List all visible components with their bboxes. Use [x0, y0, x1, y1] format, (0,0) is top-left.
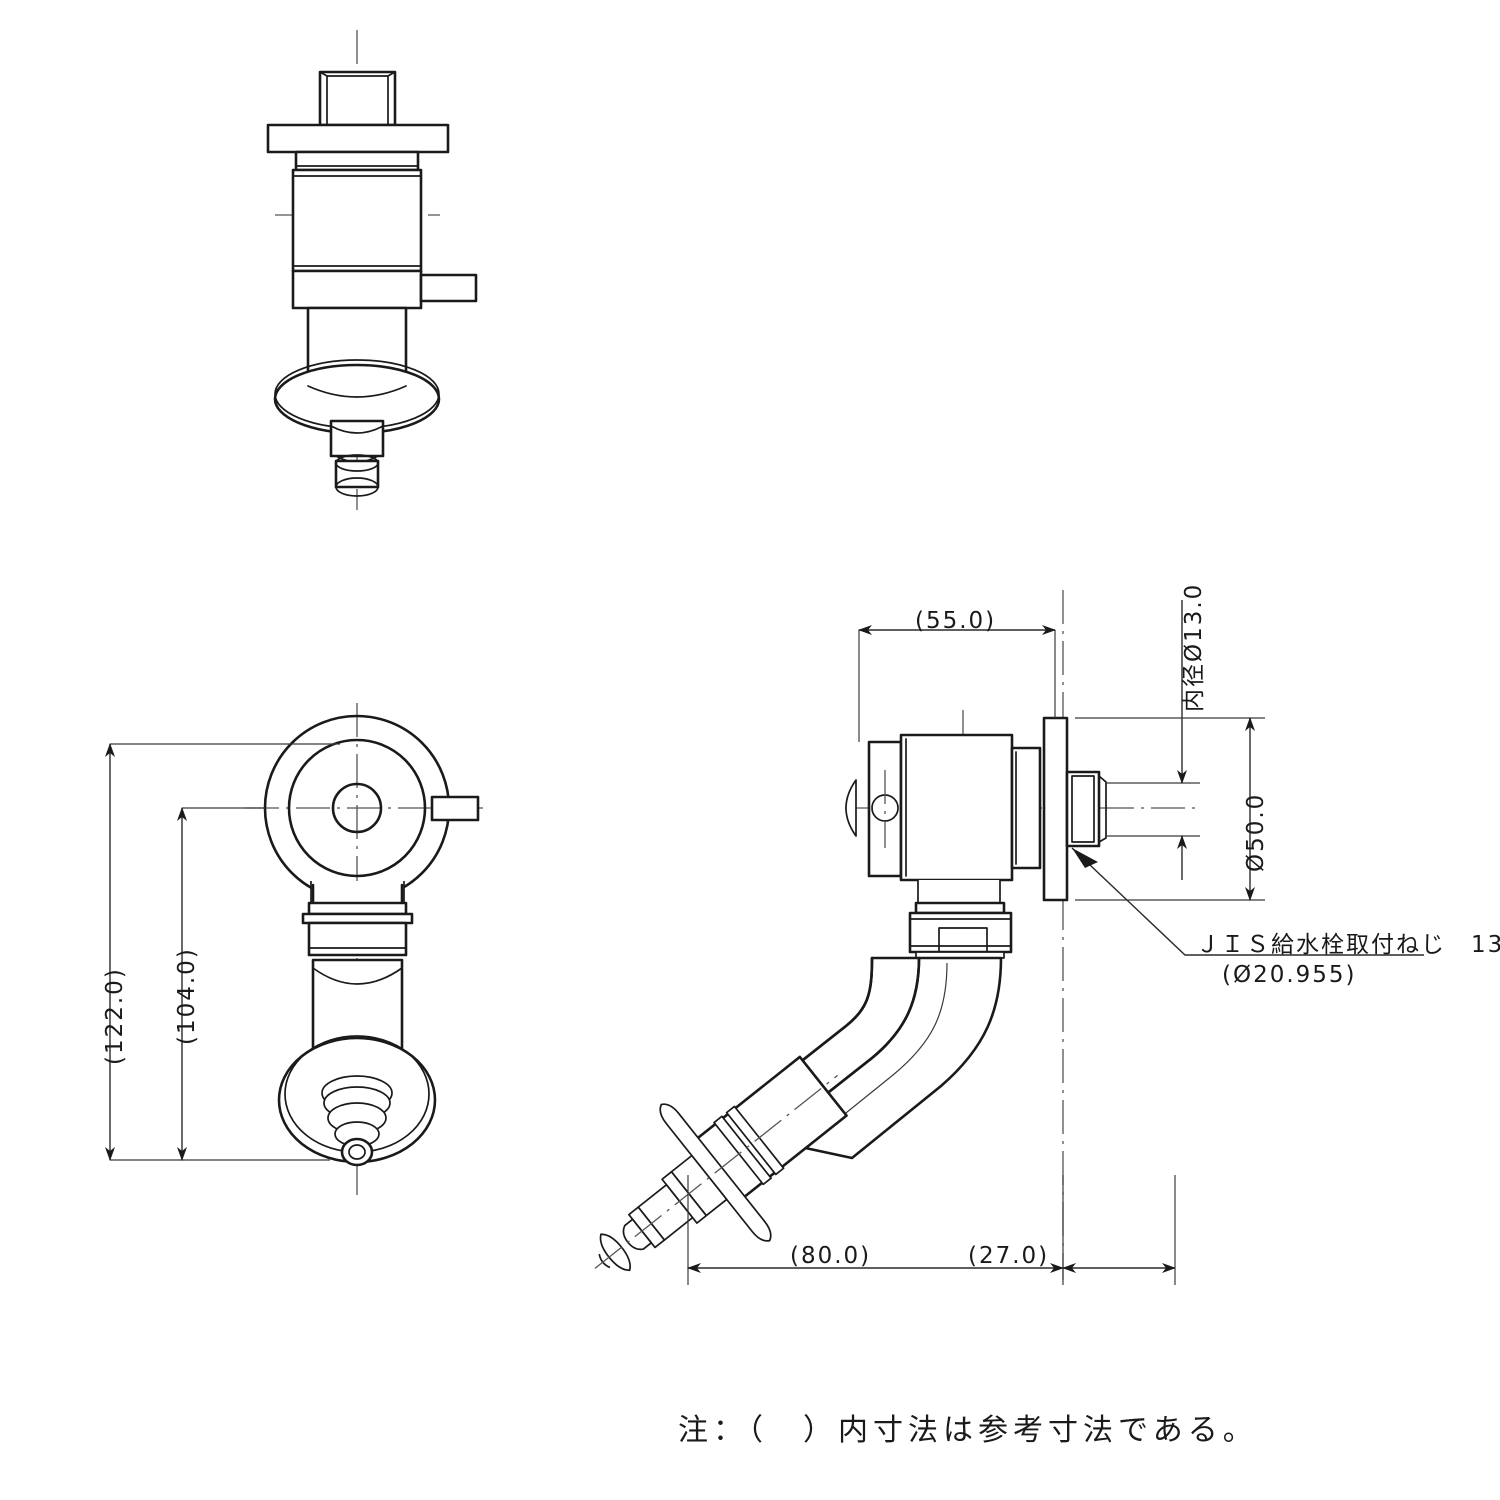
- dim-label-flange-diameter: Ø50.0: [1243, 792, 1269, 872]
- side-body-neck: [1010, 746, 1042, 870]
- side-body-shoulder: [917, 880, 1001, 904]
- front-collar-2: [301, 912, 414, 925]
- dim-label-104: (104.0): [174, 947, 200, 1045]
- front-side-tab: [430, 795, 480, 822]
- side-spout-group: [594, 1055, 848, 1272]
- top-view-group: [266, 30, 478, 510]
- side-elbow-outer-sweep: [766, 956, 1003, 1160]
- top-spout-stem: [329, 419, 385, 458]
- front-bonnet-inner-circle: [287, 738, 427, 878]
- side-collar-1: [914, 901, 1006, 915]
- side-spigot-inner: [1071, 775, 1095, 843]
- dim-label-55: (55.0): [915, 608, 997, 634]
- side-flange-plate: [1042, 716, 1069, 902]
- top-stem-arc: [330, 425, 384, 434]
- dim-label-80: (80.0): [790, 1243, 872, 1269]
- side-jis-leader-arrow: [1072, 848, 1098, 868]
- front-center-circle: [331, 782, 383, 834]
- dim-label-inner-diameter: 内径Ø13.0: [1181, 582, 1207, 712]
- side-spout-ring-a: [713, 1115, 772, 1186]
- front-body-shoulder: [310, 881, 405, 904]
- front-body-sides: [311, 883, 404, 905]
- side-elbow-inner-guideline: [799, 962, 948, 1151]
- side-main-body: [899, 733, 1014, 882]
- side-spigot-end: [1098, 775, 1107, 843]
- top-flange-plate: [266, 123, 450, 154]
- side-threaded-spigot: [1065, 770, 1101, 848]
- top-main-body: [291, 168, 423, 273]
- front-nose-bore: [348, 1144, 366, 1160]
- annotation-thread-diameter: (Ø20.955): [1222, 962, 1357, 988]
- top-collar: [294, 150, 420, 172]
- side-collar-3: [915, 951, 1005, 959]
- reference-dimension-note: 注：（ ）内寸法は参考寸法である。: [678, 1413, 1258, 1448]
- dim-label-122: (122.0): [102, 967, 128, 1065]
- top-outlet-ellipse: [335, 477, 379, 497]
- side-handle-nub: [845, 779, 857, 837]
- front-neck-arc: [312, 967, 403, 985]
- front-collar-3: [307, 921, 408, 957]
- side-view-group: [594, 590, 1424, 1285]
- side-jis-leader: [1071, 847, 1424, 956]
- top-outlet-ellipse-top: [335, 454, 379, 472]
- top-square-boss: [318, 70, 397, 127]
- side-spout-centerline: [594, 1074, 838, 1269]
- top-side-tab: [419, 273, 478, 303]
- dim-label-27: (27.0): [968, 1243, 1050, 1269]
- top-outlet-cup: [334, 459, 380, 489]
- front-collar-1: [307, 901, 408, 916]
- side-collar-2: [908, 911, 1013, 954]
- top-boss-chamfer: [319, 71, 396, 77]
- front-view-group: [105, 703, 490, 1195]
- front-nose-tip: [340, 1137, 374, 1167]
- side-handle-block: [867, 740, 903, 878]
- top-lower-block: [291, 269, 423, 310]
- annotation-thread-spec: ＪＩＳ給水栓取付ねじ 13: [1196, 932, 1500, 958]
- side-elbow-inner-edge: [740, 956, 874, 1110]
- top-escutcheon-inner-arc: [307, 385, 407, 398]
